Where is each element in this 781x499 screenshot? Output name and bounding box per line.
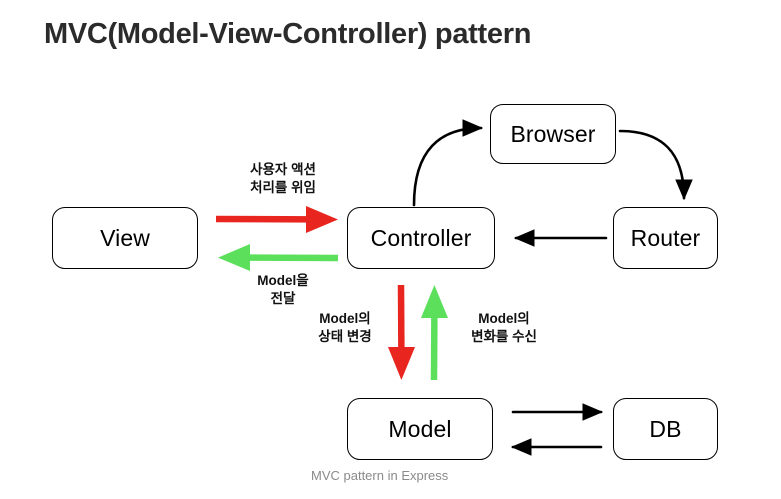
node-view-label: View	[100, 224, 150, 251]
node-router[interactable]: Router	[613, 207, 718, 269]
edge-view-to-controller	[215, 206, 338, 233]
node-router-label: Router	[630, 224, 701, 251]
node-db-label: DB	[649, 415, 682, 442]
edge-label-model-to-controller: Model의 변화를 수신	[452, 310, 556, 346]
edge-label-line2: 전달	[270, 290, 296, 306]
edge-browser-to-router	[618, 129, 693, 201]
edge-label-line1: 사용자 액션	[250, 162, 316, 177]
edge-label-line1: Model의	[478, 311, 530, 326]
edge-label-view-to-controller: 사용자 액션 처리를 위임	[222, 161, 344, 197]
node-browser[interactable]: Browser	[490, 104, 616, 164]
node-controller[interactable]: Controller	[347, 207, 495, 269]
node-controller-label: Controller	[370, 224, 472, 251]
edge-label-line1: Model을	[257, 273, 309, 288]
node-db[interactable]: DB	[613, 398, 718, 460]
edge-label-line2: 처리를 위임	[250, 179, 316, 195]
edge-label-line2: 변화를 수신	[471, 328, 537, 344]
edge-label-controller-to-model: Model의 상태 변경	[297, 310, 393, 346]
node-model[interactable]: Model	[347, 398, 493, 460]
edge-label-line2: 상태 변경	[318, 328, 372, 344]
edge-model-to-controller	[421, 285, 448, 381]
edge-label-line1: Model의	[319, 311, 371, 326]
diagram-caption: MVC pattern in Express	[311, 468, 449, 483]
node-view[interactable]: View	[52, 207, 198, 269]
node-browser-label: Browser	[510, 120, 596, 147]
page-title: MVC(Model-View-Controller) pattern	[44, 18, 532, 50]
edge-controller-to-browser	[412, 119, 484, 207]
edge-label-controller-to-view: Model을 전달	[222, 272, 344, 308]
edge-controller-to-view	[218, 244, 339, 271]
node-model-label: Model	[388, 415, 452, 442]
